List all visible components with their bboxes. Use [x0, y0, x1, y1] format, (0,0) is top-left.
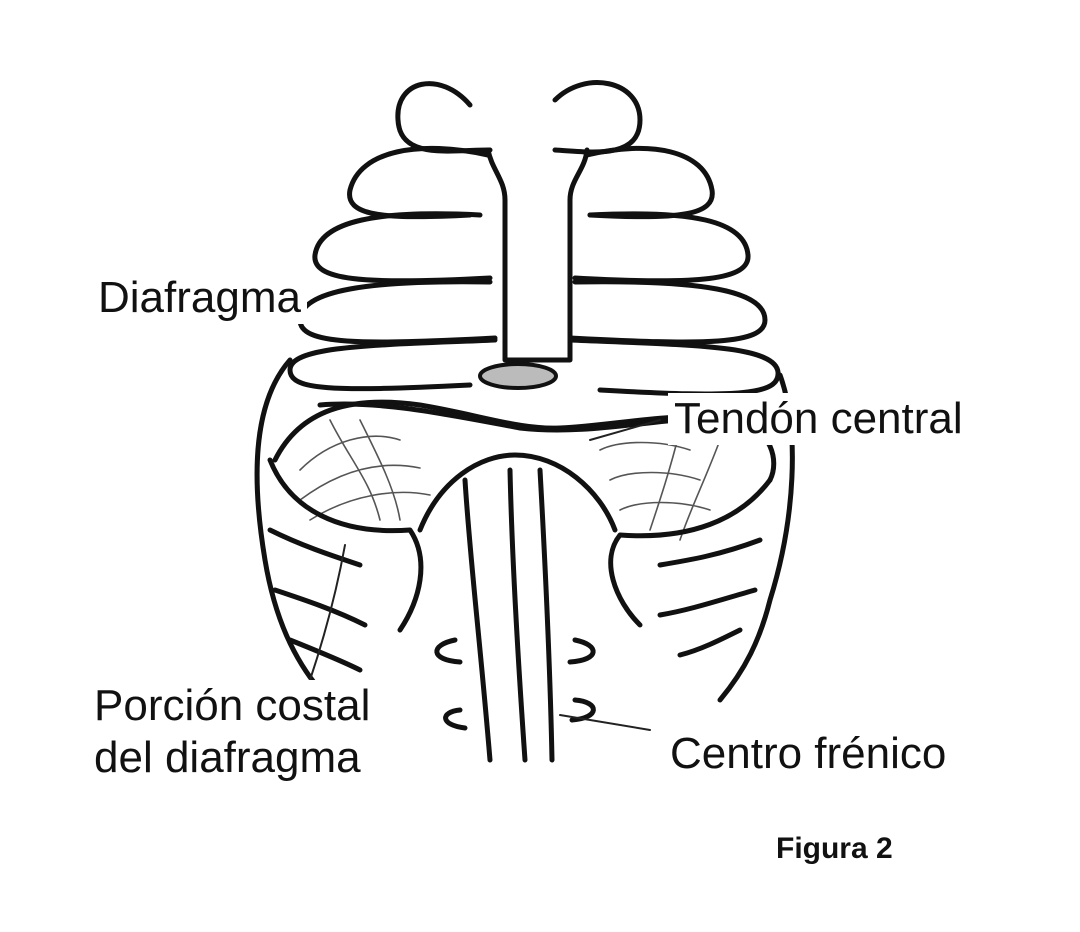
left-clavicle-hook — [395, 81, 493, 154]
left-rib-4 — [287, 337, 498, 392]
left-rib-1 — [347, 145, 491, 220]
central-tendon-label: Tendón central — [668, 393, 969, 445]
leader-line-costal — [309, 544, 346, 681]
middle-crus — [507, 467, 528, 763]
right-clavicle-hook — [552, 80, 643, 155]
right-rib-3 — [567, 279, 768, 345]
right-lower-rib-3 — [677, 627, 743, 658]
left-ribcage-outline — [254, 357, 323, 693]
left-rib-2 — [312, 211, 493, 284]
left-rib-3 — [297, 279, 498, 345]
right-costal-portion — [608, 477, 773, 628]
sternum — [485, 147, 590, 363]
vertebrae — [434, 637, 596, 731]
costal-portion-label: Porción costal del diafragma — [88, 680, 440, 784]
right-crus — [537, 467, 555, 763]
left-costal-portion — [267, 457, 424, 633]
right-lower-rib-1 — [657, 537, 763, 568]
right-rib-2 — [572, 211, 751, 284]
left-lower-rib-3 — [287, 637, 363, 673]
right-lower-rib-2 — [657, 587, 758, 618]
right-rib-1 — [584, 145, 715, 220]
left-lower-rib-1 — [267, 527, 363, 568]
diaphragm-label: Diafragma — [92, 272, 307, 324]
left-crus — [462, 477, 493, 763]
right-rib-4 — [567, 337, 781, 397]
central-arch — [417, 452, 618, 533]
leader-line-tendon — [589, 419, 661, 441]
xiphoid-process — [478, 362, 558, 390]
leader-line-phrenic — [559, 714, 651, 731]
figure-caption: Figura 2 — [776, 832, 893, 865]
left-lower-rib-2 — [272, 587, 368, 628]
central-tendon-line — [317, 401, 703, 433]
phrenic-center-label: Centro frénico — [664, 728, 953, 780]
